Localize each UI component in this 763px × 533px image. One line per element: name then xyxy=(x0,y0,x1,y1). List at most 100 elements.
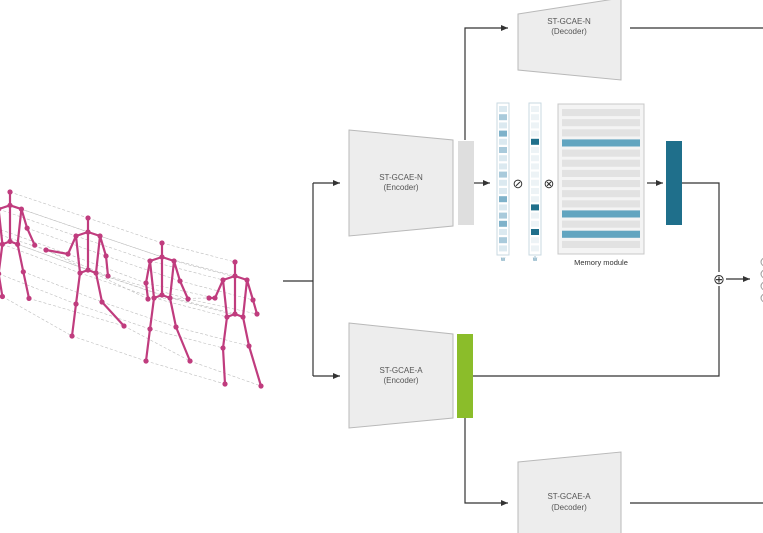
trajectory-line xyxy=(21,208,101,237)
decoder-n-role: (Decoder) xyxy=(551,27,587,36)
skeleton-bone xyxy=(213,278,225,300)
trajectory-line xyxy=(147,297,210,300)
memory-slot xyxy=(562,139,640,147)
trajectory-line xyxy=(101,301,177,328)
decoder-n-name: ST-GCAE-N xyxy=(547,17,591,26)
skeleton-bone xyxy=(178,279,190,301)
skeleton-bone xyxy=(148,296,156,331)
trajectory-line xyxy=(71,335,147,362)
weight-cell xyxy=(499,147,507,153)
skeleton-bone xyxy=(70,302,78,338)
skeleton-joint xyxy=(167,295,173,301)
skeleton-joint xyxy=(206,295,212,301)
skeleton-sequence xyxy=(0,189,264,389)
weight-cell xyxy=(531,130,539,137)
joint-trajectories xyxy=(0,191,262,387)
trajectory-line xyxy=(145,360,226,385)
skeleton-joint xyxy=(0,293,5,300)
skeleton-joint xyxy=(151,295,157,301)
weight-cell xyxy=(499,114,507,121)
skeleton-joint xyxy=(220,277,226,283)
weight-cell xyxy=(531,245,539,252)
memory-slot xyxy=(562,180,640,188)
latent-normal-bar xyxy=(458,141,474,225)
skeleton-joint xyxy=(0,271,2,276)
weight-cell xyxy=(499,196,507,203)
weight-cell xyxy=(499,155,507,162)
skeleton-joint xyxy=(240,314,246,320)
trajectory-line xyxy=(75,235,151,262)
skeleton-joint xyxy=(159,240,165,246)
skeleton-joint xyxy=(143,358,149,364)
skeleton-joint xyxy=(232,273,238,279)
skeleton-bone xyxy=(0,243,4,272)
skeleton-bone xyxy=(0,211,4,246)
arrow-to-decoder-a xyxy=(464,418,508,506)
skeleton-joint xyxy=(171,258,177,264)
skeleton-bone xyxy=(26,227,36,247)
weight-cell xyxy=(499,188,507,194)
decoder-a-role: (Decoder) xyxy=(551,503,587,512)
memory-slot xyxy=(562,129,640,137)
trajectory-line xyxy=(0,229,69,255)
latent-abnormal-bar xyxy=(457,334,473,418)
skeleton-joint xyxy=(24,225,30,231)
skeleton-joint xyxy=(232,311,238,317)
memory-slot xyxy=(562,159,640,167)
skeleton-joint xyxy=(85,229,91,235)
weight-cell xyxy=(531,237,539,244)
skeleton-joint xyxy=(185,296,191,302)
skeleton-figure xyxy=(43,215,127,339)
skeleton-bone xyxy=(22,270,31,300)
trajectory-line xyxy=(0,234,47,251)
trajectory-line xyxy=(169,297,244,318)
skeleton-joint xyxy=(224,314,230,320)
weight-cell xyxy=(499,229,507,235)
trajectory-line xyxy=(17,243,97,274)
skeleton-joint xyxy=(99,299,105,305)
skeleton-joint xyxy=(187,358,193,364)
weight-cell xyxy=(531,179,539,186)
memory-section: w ŵ ⊘ ⊗ Memory module xyxy=(496,102,682,267)
weight-cell xyxy=(499,204,507,211)
skeleton-joint xyxy=(73,233,79,239)
weight-cell xyxy=(531,114,539,121)
encoder-n-block: ST-GCAE-N (Encoder) xyxy=(348,129,454,237)
skeleton-bone xyxy=(16,208,23,246)
trajectory-line xyxy=(2,296,73,337)
skeleton-joint xyxy=(97,233,103,239)
multiply-operator: ⊗ xyxy=(544,176,555,191)
skeleton-bone xyxy=(241,315,251,348)
skeleton-joint xyxy=(7,238,13,244)
skeleton-joint xyxy=(244,277,250,283)
trajectory-line xyxy=(187,298,258,315)
trajectory-line xyxy=(9,191,89,219)
weight-cell xyxy=(531,229,539,235)
trajectory-line xyxy=(149,328,224,349)
skeleton-joint xyxy=(85,267,91,273)
skeleton-bone xyxy=(94,234,102,275)
line-memory-output-to-sum xyxy=(682,182,720,272)
skeleton-bone xyxy=(168,296,178,329)
trajectory-line xyxy=(2,243,81,274)
skeleton-joint xyxy=(32,242,38,248)
skeleton-joint xyxy=(105,273,111,279)
memory-slot xyxy=(562,230,640,238)
skeleton-joint xyxy=(7,202,13,208)
skeleton-bone xyxy=(172,259,182,283)
trajectory-line xyxy=(75,303,151,330)
skeleton-bone xyxy=(144,327,152,363)
weight-cell xyxy=(531,171,539,178)
weight-cell xyxy=(531,155,539,162)
memory-slot xyxy=(562,149,640,157)
skeleton-joint xyxy=(159,292,165,298)
skeleton-bone xyxy=(221,278,229,319)
trajectory-line xyxy=(161,294,236,315)
skeleton-bone xyxy=(98,234,108,258)
memory-module-label: Memory module xyxy=(574,258,628,267)
weight-cell xyxy=(499,130,507,137)
weight-cell xyxy=(531,220,539,227)
weight-cell xyxy=(499,245,507,252)
skeleton-joint xyxy=(159,254,165,260)
trajectory-line xyxy=(153,297,228,318)
